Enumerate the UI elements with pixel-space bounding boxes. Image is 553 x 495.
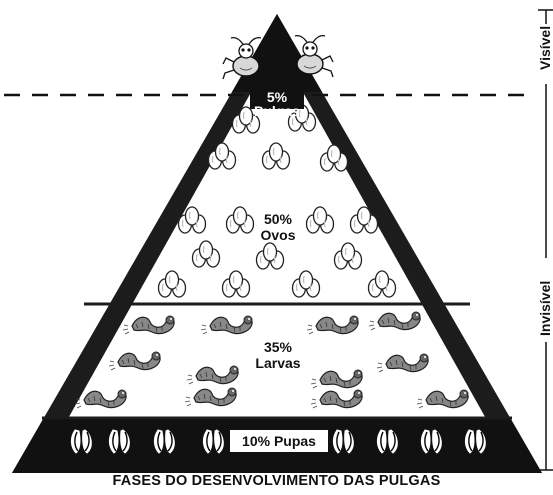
pupa-label-backdrop xyxy=(230,430,328,452)
stage-name-larvae: Larvas xyxy=(255,355,300,371)
flea-band xyxy=(12,14,542,92)
stage-percent-fleas: 5% xyxy=(267,89,288,105)
flea-label-backdrop xyxy=(250,89,304,109)
stage-name-eggs: Ovos xyxy=(260,227,295,243)
side-label-visible: Visível xyxy=(537,26,553,70)
stage-percent-larvae: 35% xyxy=(264,339,293,355)
visible-label-backdrop xyxy=(536,24,553,84)
stage-name-fleas: Pulgas xyxy=(254,103,300,119)
pyramid-interior xyxy=(56,46,498,440)
stage-percent-eggs: 50% xyxy=(264,211,293,227)
side-label-invisible: Invisível xyxy=(537,281,553,336)
invisible-label-backdrop xyxy=(536,258,553,342)
stage-label-pupae: 10% Pupas xyxy=(242,433,316,449)
diagram-caption: FASES DO DESENVOLVIMENTO DAS PULGAS xyxy=(112,473,441,489)
